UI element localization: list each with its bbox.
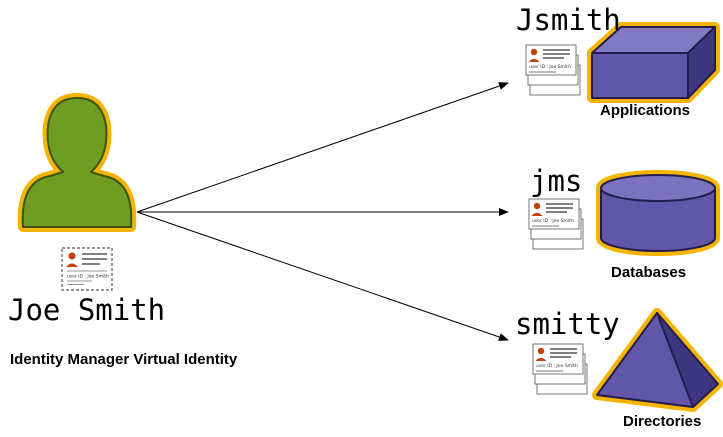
account-name-databases: jms bbox=[530, 164, 583, 198]
diagram-caption: Identity Manager Virtual Identity bbox=[10, 351, 238, 368]
card-stack-directories-icon: user ID : Joe Smith bbox=[532, 343, 588, 395]
person-icon bbox=[17, 93, 137, 232]
card-text-applications: user ID : Joe Smith bbox=[529, 64, 571, 70]
person-id-card-icon: user ID : Joe Smith bbox=[61, 247, 113, 291]
account-name-directories: smitty bbox=[515, 307, 620, 341]
account-name-applications: Jsmith bbox=[516, 3, 621, 37]
card-text-databases: user ID : Joe Smith bbox=[532, 218, 574, 224]
system-label-databases: Databases bbox=[611, 264, 687, 281]
card-stack-databases-icon: user ID : Joe Smith bbox=[528, 198, 584, 250]
triangle-icon bbox=[592, 308, 723, 412]
person-name: Joe Smith bbox=[8, 293, 166, 327]
box-icon bbox=[587, 22, 720, 103]
person-id-card-text: user ID : Joe Smith bbox=[67, 274, 109, 280]
cylinder-icon bbox=[596, 170, 720, 256]
system-label-applications: Applications bbox=[600, 102, 691, 119]
card-stack-applications-icon: user ID : Joe Smith bbox=[525, 44, 581, 96]
arrow-to-applications bbox=[136, 82, 509, 213]
card-text-directories: user ID : Joe Smith bbox=[536, 363, 578, 369]
arrow-to-directories bbox=[136, 211, 509, 341]
system-label-directories: Directories bbox=[623, 413, 702, 430]
